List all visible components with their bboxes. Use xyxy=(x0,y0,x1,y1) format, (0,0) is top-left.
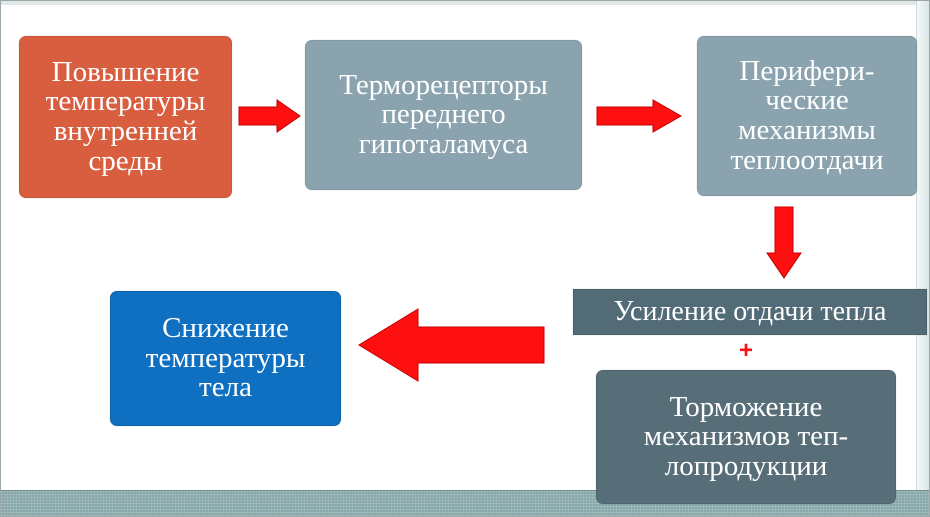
top-band xyxy=(1,1,929,5)
plus-sign: + xyxy=(738,337,753,364)
node-hypothalamus-thermoreceptors-label: Терморецепторы переднего гипоталамуса xyxy=(339,68,548,160)
node-heat-production-inhibition-label: Торможение механизмов теп- лопродукции xyxy=(643,390,849,482)
node-body-temperature-decrease-label: Снижение температуры тела xyxy=(145,312,306,404)
node-increase-temperature-label: Повышение температуры внутренней среды xyxy=(45,55,206,177)
node-body-temperature-decrease: Снижение температуры тела xyxy=(110,291,341,426)
arrow-left xyxy=(358,308,545,382)
node-hypothalamus-thermoreceptors: Терморецепторы переднего гипоталамуса xyxy=(305,40,582,190)
node-heat-production-inhibition: Торможение механизмов теп- лопродукции xyxy=(596,370,896,504)
node-peripheral-heat-release-label: Перифери- ческие механизмы теплоотдачи xyxy=(730,54,884,176)
arrow-right-2 xyxy=(596,99,683,133)
node-heat-loss-increase-label: Усиление отдачи тепла xyxy=(613,295,887,327)
arrow-right-1 xyxy=(238,99,301,133)
node-increase-temperature: Повышение температуры внутренней среды xyxy=(19,36,232,198)
node-heat-loss-increase: Усиление отдачи тепла xyxy=(573,289,927,335)
node-peripheral-heat-release: Перифери- ческие механизмы теплоотдачи xyxy=(697,36,917,196)
right-edge-band xyxy=(916,1,929,491)
arrow-down xyxy=(766,206,802,279)
